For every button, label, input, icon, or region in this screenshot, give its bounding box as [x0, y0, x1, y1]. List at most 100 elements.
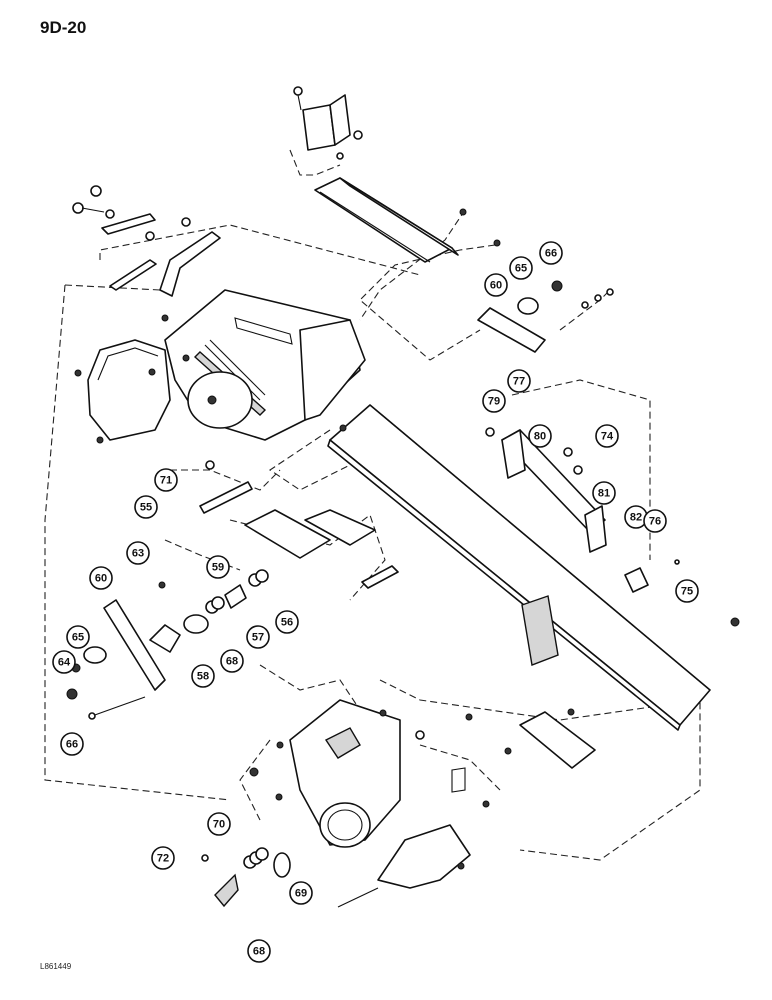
drawing-code: L861449	[40, 962, 72, 971]
callout-65: 65	[66, 625, 90, 649]
callout-66: 66	[539, 241, 563, 265]
top-bracket	[293, 86, 363, 160]
callout-circle	[482, 389, 506, 413]
callout-circle	[207, 812, 231, 836]
callout-circle	[275, 610, 299, 634]
callout-68: 68	[247, 939, 271, 963]
callout-71: 71	[154, 468, 178, 492]
callout-circle	[509, 256, 533, 280]
callout-number: 68	[226, 656, 238, 668]
callout-63: 63	[126, 541, 150, 565]
callout-number: 69	[295, 888, 307, 900]
callout-77: 77	[507, 369, 531, 393]
callout-circle	[89, 566, 113, 590]
callout-number: 76	[649, 516, 661, 528]
callout-number: 56	[281, 617, 293, 629]
callout-circle	[191, 664, 215, 688]
callout-circle	[220, 649, 244, 673]
callout-80: 80	[528, 424, 552, 448]
callout-number: 75	[681, 586, 693, 598]
shaft-assembly	[485, 427, 680, 593]
callout-circle	[247, 939, 271, 963]
callout-circle	[592, 481, 616, 505]
left-bracket	[66, 599, 166, 720]
callout-circle	[66, 625, 90, 649]
callout-number: 65	[72, 632, 84, 644]
callout-number: 59	[212, 562, 224, 574]
callout-circle	[206, 555, 230, 579]
callout-number: 66	[66, 739, 78, 751]
callout-number: 66	[545, 248, 557, 260]
callout-number: 77	[513, 376, 525, 388]
callout-82: 82	[624, 505, 648, 529]
page-number: 9D-20	[40, 18, 87, 37]
callout-circle	[246, 625, 270, 649]
right-bracket	[477, 280, 614, 353]
shaft	[199, 460, 253, 514]
callout-74: 74	[595, 424, 619, 448]
upper-angle-rail	[314, 177, 501, 263]
callout-circle	[507, 369, 531, 393]
callout-circle	[151, 846, 175, 870]
callout-66: 66	[60, 732, 84, 756]
callout-circle	[675, 579, 699, 603]
drive-shield	[74, 339, 171, 444]
callout-60: 60	[484, 273, 508, 297]
mounting-plate	[161, 289, 366, 441]
callout-circle	[289, 881, 313, 905]
callout-circle	[154, 468, 178, 492]
callout-number: 71	[160, 475, 172, 487]
callout-76: 76	[643, 509, 667, 533]
callout-number: 72	[157, 853, 169, 865]
callout-number: 70	[213, 819, 225, 831]
callout-number: 80	[534, 431, 546, 443]
callout-circle	[643, 509, 667, 533]
callout-labels: 66 65 60 77 79 74 80 81 82 76 75 71 55 63 59 56 57 60 68 58…	[52, 241, 699, 963]
callout-number: 58	[197, 671, 209, 683]
callout-circle	[484, 273, 508, 297]
callout-number: 68	[253, 946, 265, 958]
callout-circle	[134, 495, 158, 519]
lower-housing	[249, 699, 473, 848]
callout-circle	[595, 424, 619, 448]
callout-number: 81	[598, 488, 610, 500]
callout-68: 68	[220, 649, 244, 673]
callout-64: 64	[52, 650, 76, 674]
callout-72: 72	[151, 846, 175, 870]
callout-circle	[528, 424, 552, 448]
bushings	[149, 569, 269, 653]
callout-70: 70	[207, 812, 231, 836]
top-left-hardware	[72, 185, 221, 297]
callout-number: 64	[58, 657, 71, 669]
callout-circle	[126, 541, 150, 565]
callout-circle	[60, 732, 84, 756]
callout-circle	[539, 241, 563, 265]
callout-79: 79	[482, 389, 506, 413]
callout-60: 60	[89, 566, 113, 590]
callout-circle	[52, 650, 76, 674]
callout-number: 74	[601, 431, 614, 443]
callout-55: 55	[134, 495, 158, 519]
housing-assembly	[327, 404, 740, 731]
callout-56: 56	[275, 610, 299, 634]
callout-number: 63	[132, 548, 144, 560]
small-plates	[244, 509, 399, 589]
cover-plate	[504, 708, 596, 769]
callout-number: 79	[488, 396, 500, 408]
callout-75: 75	[675, 579, 699, 603]
callout-number: 60	[490, 280, 502, 292]
lower-sprockets	[201, 847, 291, 908]
callout-58: 58	[191, 664, 215, 688]
callout-number: 82	[630, 512, 642, 524]
callout-57: 57	[246, 625, 270, 649]
callout-65: 65	[509, 256, 533, 280]
callout-number: 65	[515, 263, 527, 275]
lower-shield	[337, 767, 490, 908]
callout-59: 59	[206, 555, 230, 579]
callout-81: 81	[592, 481, 616, 505]
callout-number: 57	[252, 632, 264, 644]
callout-69: 69	[289, 881, 313, 905]
callout-number: 60	[95, 573, 107, 585]
callout-number: 55	[140, 502, 152, 514]
